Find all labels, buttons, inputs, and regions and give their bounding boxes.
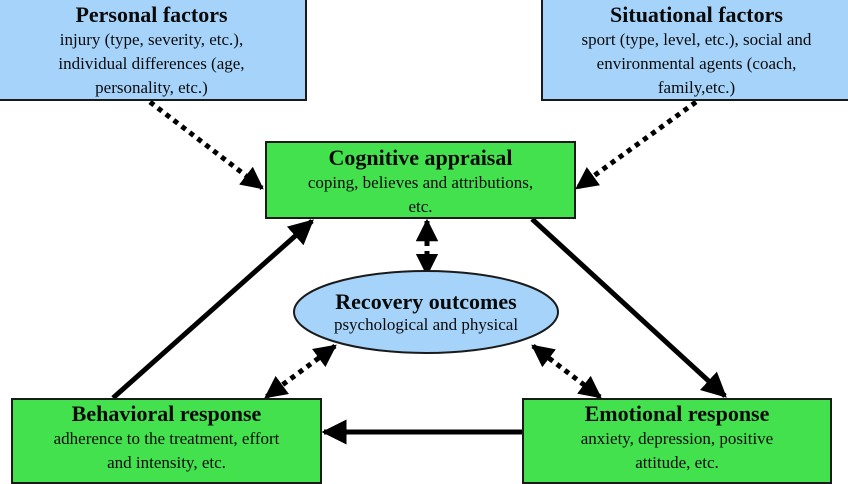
emotional-response-node: Emotional response anxiety, depression, … [522,398,832,484]
edge-recovery-emotional [531,344,602,399]
edge-personal-to-cognitive [148,100,264,190]
situational-factors-description: sport (type, level, etc.), social and en… [581,30,812,97]
behavioral-response-node: Behavioral response adherence to the tre… [11,398,322,484]
recovery-outcomes-node: Recovery outcomes psychological and phys… [294,271,558,353]
recovery-outcomes-ellipse [293,270,559,354]
behavioral-response-title: Behavioral response [71,401,262,426]
situational-factors-node: Situational factors sport (type, level, … [541,0,848,101]
cognitive-appraisal-description: coping, believes and attributions, etc. [307,173,534,216]
edge-recovery-behavioral [264,343,337,400]
personal-factors-title: Personal factors [75,2,228,27]
behavioral-response-description: adherence to the treatment, effort and i… [53,429,280,472]
edge-situational-to-cognitive [575,99,698,191]
emotional-response-description: anxiety, depression, positive attitude, … [580,429,774,472]
recovery-outcomes-description: psychological and physical [333,314,519,334]
edge-cognitive-to-emotional [530,217,727,398]
personal-factors-description: injury (type, severity, etc.), individua… [58,30,245,97]
situational-factors-title: Situational factors [610,2,783,27]
personal-factors-node: Personal factors injury (type, severity,… [0,0,307,101]
emotional-response-title: Emotional response [584,401,770,426]
cognitive-appraisal-node: Cognitive appraisal coping, believes and… [265,141,576,219]
recovery-outcomes-title: Recovery outcomes [335,288,517,314]
edge-behavioral-to-cognitive [111,219,314,400]
cognitive-appraisal-title: Cognitive appraisal [328,145,513,170]
